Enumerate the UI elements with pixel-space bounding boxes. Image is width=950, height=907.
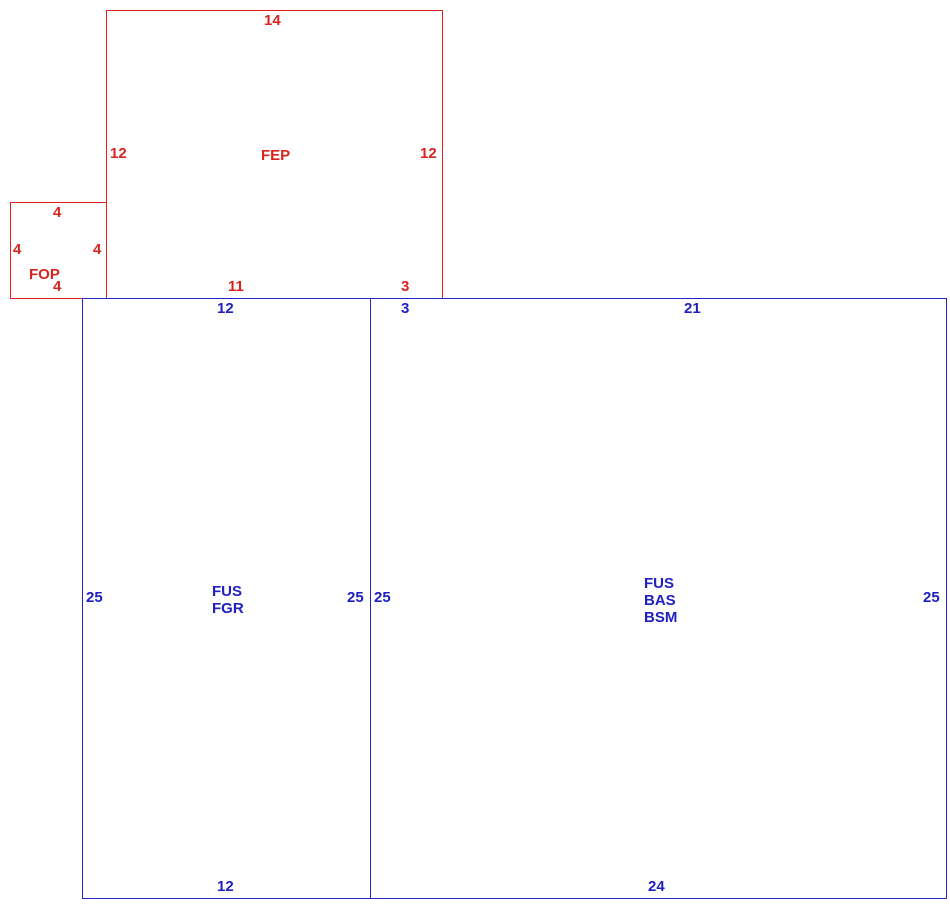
garage-code-2: FGR — [212, 600, 244, 617]
garage-left-dimension: 25 — [86, 589, 103, 606]
fep-right-dimension: 12 — [420, 145, 437, 162]
fep-top-dimension: 14 — [264, 12, 281, 29]
fep-bottom-left-dimension: 11 — [228, 278, 244, 295]
fep-left-dimension: 12 — [110, 145, 127, 162]
main-code-1: FUS — [644, 575, 674, 592]
main-top-left-dimension: 3 — [401, 300, 410, 317]
fop-outline — [10, 202, 107, 299]
garage-area-codes: FUS FGR — [212, 583, 244, 617]
garage-code-1: FUS — [212, 583, 242, 600]
fop-right-dimension: 4 — [93, 241, 102, 258]
fop-top-dimension: 4 — [53, 204, 62, 221]
garage-right-dimension: 25 — [347, 589, 364, 606]
main-area-codes: FUS BAS BSM — [644, 575, 677, 626]
fep-bottom-right-dimension: 3 — [401, 278, 410, 295]
main-outline — [370, 298, 947, 899]
fep-area-code: FEP — [261, 147, 291, 164]
garage-top-dimension: 12 — [217, 300, 234, 317]
garage-bottom-dimension: 12 — [217, 878, 234, 895]
main-top-dimension: 21 — [684, 300, 701, 317]
fop-bottom-dimension: 4 — [53, 278, 62, 295]
fop-area-code: FOP — [29, 266, 60, 283]
main-right-dimension: 25 — [923, 589, 940, 606]
main-code-2: BAS — [644, 592, 676, 609]
fop-left-dimension: 4 — [13, 241, 22, 258]
main-left-dimension: 25 — [374, 589, 391, 606]
main-bottom-dimension: 24 — [648, 878, 665, 895]
main-code-3: BSM — [644, 609, 678, 626]
